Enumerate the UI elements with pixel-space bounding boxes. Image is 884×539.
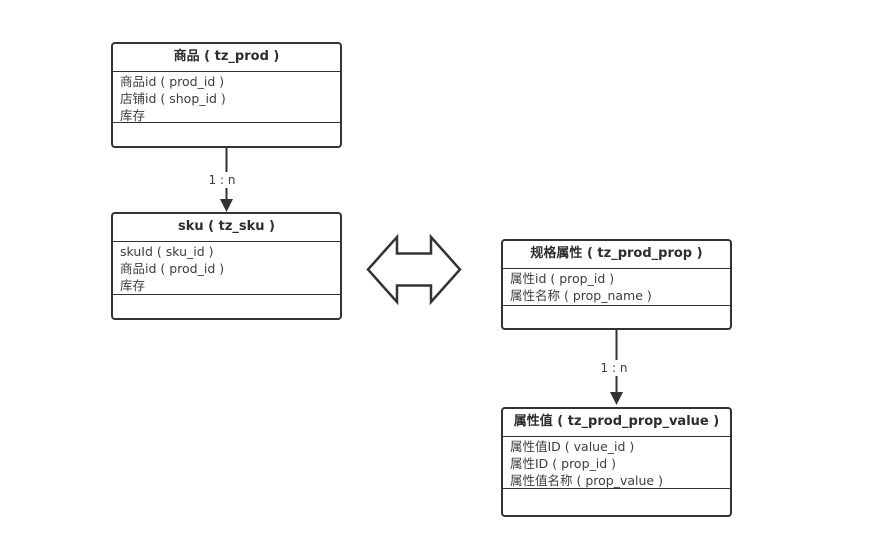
table-field: 店铺id ( shop_id ) — [120, 91, 226, 106]
table-field: 属性值ID ( value_id ) — [510, 439, 635, 454]
table-field: 商品id ( prod_id ) — [120, 74, 225, 89]
table-field: 库存 — [120, 278, 146, 293]
table-field: skuId ( sku_id ) — [120, 244, 214, 259]
table-fields-section: 属性id ( prop_id ) 属性名称 ( prop_name ) — [503, 269, 730, 306]
arrowhead-down-icon — [610, 392, 623, 405]
entity-table-tz-prod[interactable]: 商品 ( tz_prod ) 商品id ( prod_id ) 店铺id ( s… — [111, 42, 342, 148]
table-empty-section — [113, 295, 340, 318]
entity-table-tz-sku[interactable]: sku ( tz_sku ) skuId ( sku_id ) 商品id ( p… — [111, 212, 342, 320]
table-title: 商品 ( tz_prod ) — [113, 44, 340, 72]
double-arrow-icon[interactable] — [366, 233, 462, 306]
table-title: 规格属性 ( tz_prod_prop ) — [503, 241, 730, 269]
entity-table-tz-prod-prop-value[interactable]: 属性值 ( tz_prod_prop_value ) 属性值ID ( value… — [501, 407, 732, 517]
table-title: sku ( tz_sku ) — [113, 214, 340, 242]
arrowhead-down-icon — [220, 199, 233, 212]
table-field: 属性值名称 ( prop_value ) — [510, 473, 663, 488]
table-field: 属性id ( prop_id ) — [510, 271, 615, 286]
table-field: 属性名称 ( prop_name ) — [510, 288, 652, 303]
table-empty-section — [503, 489, 730, 515]
relation-label: 1 : n — [590, 360, 638, 376]
table-title: 属性值 ( tz_prod_prop_value ) — [503, 409, 730, 437]
table-empty-section — [503, 306, 730, 328]
table-fields-section: skuId ( sku_id ) 商品id ( prod_id ) 库存 — [113, 242, 340, 295]
table-empty-section — [113, 123, 340, 146]
table-field: 库存 — [120, 108, 146, 123]
table-fields-section: 商品id ( prod_id ) 店铺id ( shop_id ) 库存 — [113, 72, 340, 123]
table-field: 属性ID ( prop_id ) — [510, 456, 617, 471]
table-fields-section: 属性值ID ( value_id ) 属性ID ( prop_id ) 属性值名… — [503, 437, 730, 489]
table-field: 商品id ( prod_id ) — [120, 261, 225, 276]
entity-table-tz-prod-prop[interactable]: 规格属性 ( tz_prod_prop ) 属性id ( prop_id ) 属… — [501, 239, 732, 330]
relation-label: 1 : n — [198, 172, 246, 188]
